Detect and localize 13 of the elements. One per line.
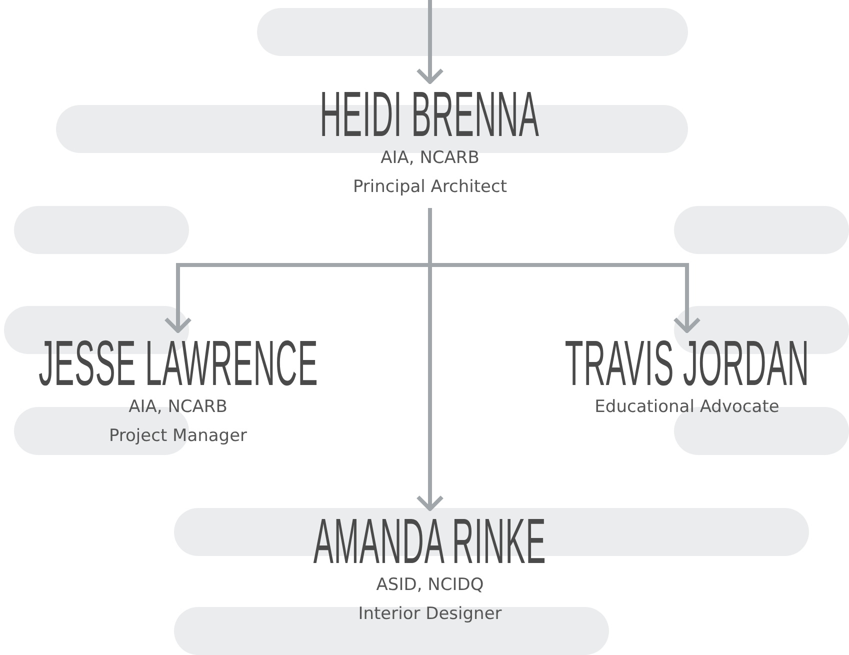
person-name: AMANDA RINKE xyxy=(314,511,546,571)
person-name: HEIDI BRENNA xyxy=(320,84,540,144)
person-role: ASID, NCIDQ xyxy=(376,574,484,597)
person-role: AIA, NCARB xyxy=(128,396,228,419)
person-role: Principal Architect xyxy=(352,176,508,199)
person-name: TRAVIS JORDAN xyxy=(564,333,810,393)
person-role: Educational Advocate xyxy=(594,396,780,419)
connector-arrow xyxy=(416,208,444,511)
person-role: Interior Designer xyxy=(358,603,502,626)
person-role: Project Manager xyxy=(108,425,248,448)
person-role: AIA, NCARB xyxy=(380,147,480,170)
connector-arrow xyxy=(416,0,444,84)
person-name: JESSE LAWRENCE xyxy=(38,333,318,393)
